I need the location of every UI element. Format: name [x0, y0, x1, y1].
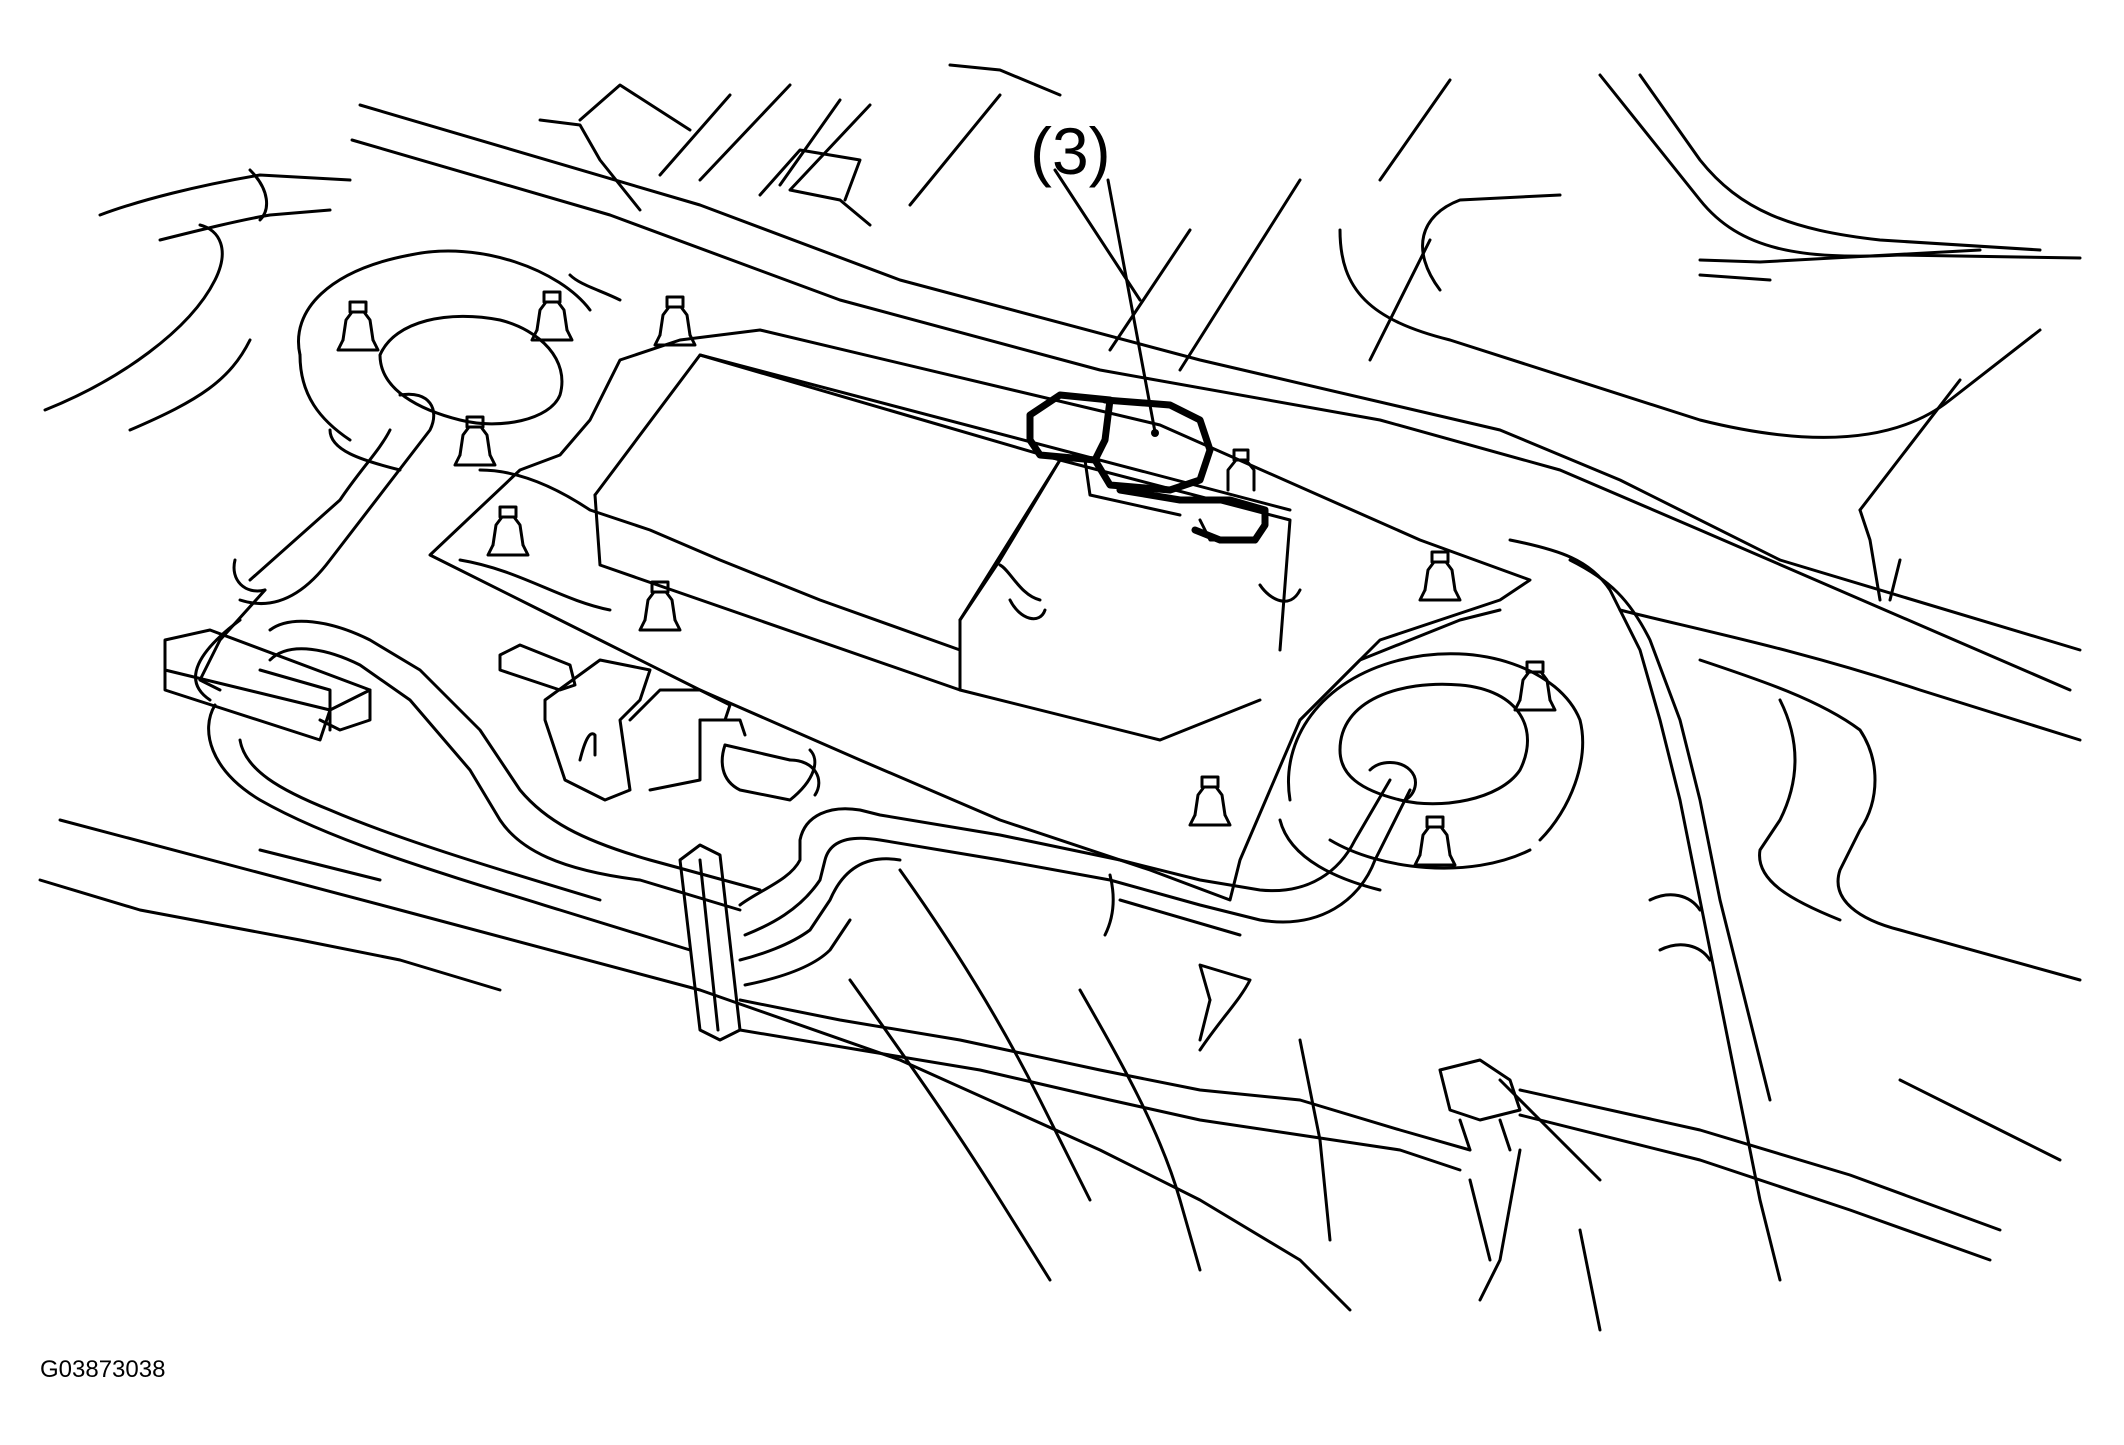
front-hoses [738, 761, 1472, 1172]
stud [1188, 775, 1232, 827]
highlighted-connector [1026, 391, 1269, 544]
stud [453, 415, 497, 467]
stud [1418, 550, 1462, 602]
left-pump-ring [297, 249, 622, 472]
stud [638, 580, 682, 632]
right-lower-hose [1438, 1058, 2002, 1262]
front-connectors [498, 643, 821, 802]
left-vertical-hose [194, 392, 436, 702]
left-upper-hose [43, 168, 352, 432]
stud [336, 300, 380, 352]
right-vertical-hose [1508, 538, 1782, 1282]
right-lower-structure [1478, 378, 2082, 1332]
right-pump-ring [1278, 652, 1585, 892]
lower-panel-lines [38, 818, 1492, 1312]
stud [486, 505, 530, 557]
stud [1413, 815, 1457, 867]
lower-left-hose [207, 619, 762, 952]
stud [530, 290, 574, 342]
upper-right-panel [1338, 73, 2082, 439]
callout-label: (3) [1030, 114, 1111, 188]
stud [1513, 660, 1557, 712]
left-bracket [163, 628, 372, 742]
figure-code: G03873038 [40, 1356, 166, 1383]
front-clip [678, 843, 742, 1042]
stud [653, 295, 697, 347]
mounting-studs [336, 290, 1557, 867]
fuel-tank-body [428, 328, 1532, 902]
upper-body-structure [350, 63, 2082, 692]
callout-leader-line [1106, 178, 1157, 434]
